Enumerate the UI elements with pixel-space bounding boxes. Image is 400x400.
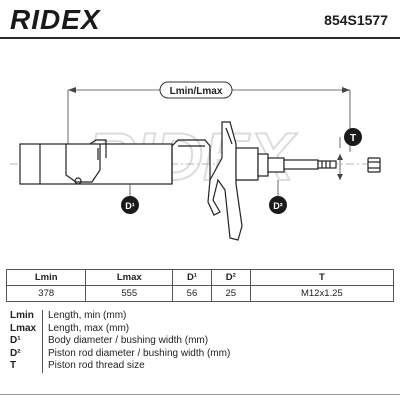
dimension-label-box [159, 81, 233, 99]
legend-abbr: D¹ [10, 335, 21, 346]
legend-separator [42, 335, 43, 348]
legend: Lmin Length, min (mm) Lmax Length, max (… [10, 310, 230, 373]
legend-separator [42, 310, 43, 323]
spec-value-d2: 25 [210, 285, 251, 302]
brand-logo-text: RIDEX [10, 4, 101, 35]
thread-dimension: T [337, 128, 362, 180]
legend-abbr: Lmax [10, 322, 37, 334]
spec-value-lmin: 378 [5, 285, 87, 302]
part-number: 854S1577 [324, 12, 388, 28]
rod-nut [367, 157, 381, 173]
spec-table: Lmin Lmax D¹ D² T 378 555 56 25 M12x1.25 [5, 269, 395, 302]
legend-row: T Piston rod thread size [10, 360, 230, 373]
legend-row: D¹ Body diameter / bushing width (mm) [10, 335, 230, 348]
legend-abbr: Lmin [10, 310, 34, 321]
spec-value-d1: 56 [172, 285, 212, 302]
t-callout-badge [344, 128, 362, 146]
spec-header-lmax: Lmax [85, 269, 174, 286]
d2-callout-label: D² [273, 201, 283, 211]
legend-desc: Length, min (mm) [48, 310, 127, 321]
d1-callout-label: D¹ [125, 201, 135, 211]
d2-callout-badge [269, 196, 287, 214]
legend-desc: Piston rod thread size [48, 360, 145, 371]
d1-callout: D¹ [121, 184, 139, 214]
legend-row: Lmin Length, min (mm) [10, 310, 230, 323]
legend-row: Lmax Length, max (mm) [10, 322, 230, 335]
legend-abbr: D² [10, 347, 21, 359]
piston-rod [235, 147, 337, 181]
dimension-label: Lmin/Lmax [170, 86, 223, 97]
legend-separator [42, 347, 43, 360]
legend-desc: Body diameter / bushing width (mm) [48, 335, 209, 346]
spec-table-value-row: 378 555 56 25 M12x1.25 [5, 285, 395, 302]
t-callout-label: T [350, 133, 356, 144]
legend-desc: Length, max (mm) [48, 322, 130, 334]
legend-desc: Piston rod diameter / bushing width (mm) [48, 347, 231, 359]
spec-value-lmax: 555 [85, 285, 174, 302]
spec-header-d2: D² [210, 269, 251, 286]
legend-abbr: T [10, 360, 17, 371]
spec-header-t: T [249, 269, 395, 286]
shock-absorber-drawing: RIDEX Lmin/Lmax [10, 81, 381, 241]
d1-callout-badge [121, 196, 139, 214]
spec-table-header-row: Lmin Lmax D¹ D² T [5, 269, 395, 286]
footer-divider [0, 394, 400, 395]
spec-value-t: M12x1.25 [249, 285, 395, 302]
stabilizer-bracket [171, 139, 211, 184]
d2-callout: D² [269, 180, 287, 214]
spec-header-lmin: Lmin [5, 269, 87, 286]
spec-header-d1: D¹ [172, 269, 212, 286]
legend-separator [42, 360, 43, 373]
brand-logo: RIDEX [10, 4, 101, 35]
legend-row: D² Piston rod diameter / bushing width (… [10, 347, 231, 360]
header-divider [0, 37, 400, 39]
shock-body [19, 139, 173, 185]
length-dimension: Lmin/Lmax [67, 81, 351, 152]
legend-separator [42, 322, 43, 335]
